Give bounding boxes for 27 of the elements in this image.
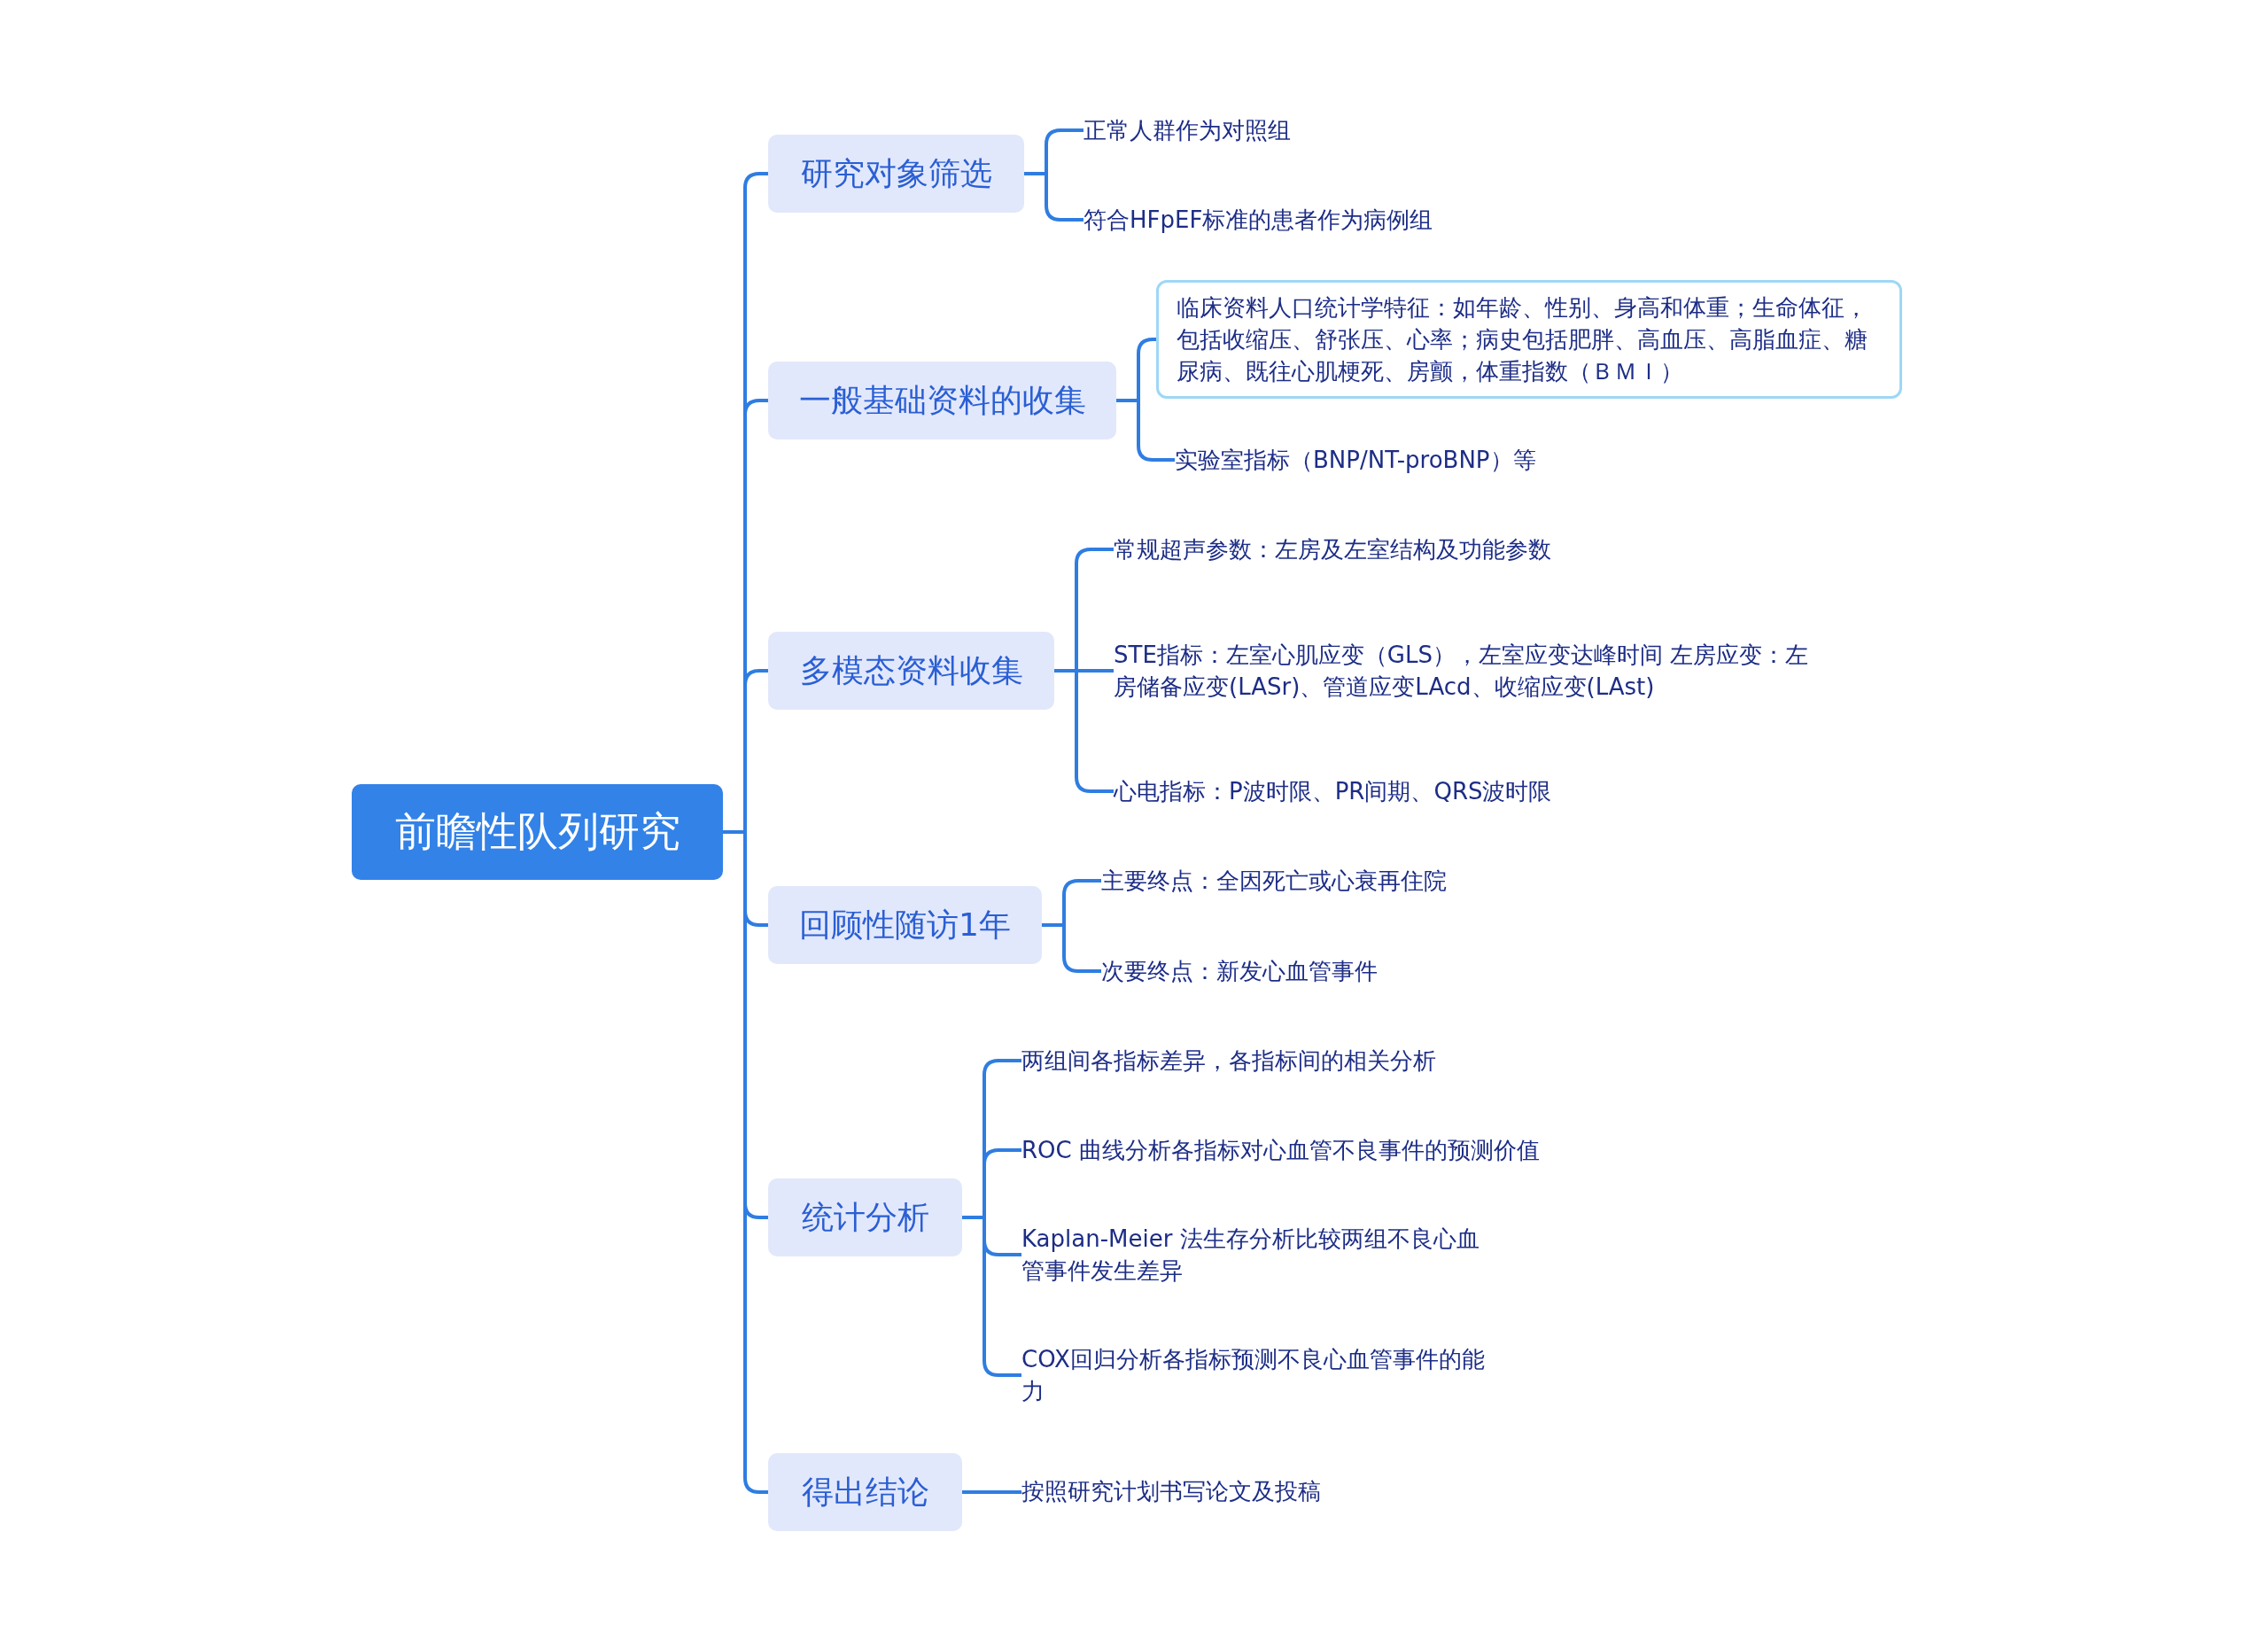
subtopic-text: Kaplan-Meier 法生存分析比较两组不良心血管事件发生差异 <box>1021 1223 1491 1287</box>
connector-line <box>1042 923 1101 973</box>
topic-box: 多模态资料收集 <box>768 632 1054 710</box>
topic-box: 一般基础资料的收集 <box>768 362 1116 439</box>
subtopic-text: STE指标：左室心肌应变（GLS），左室应变达峰时间 左房应变：左房储备应变(LASr)、管道应变LAcd、收缩应变(LAst) <box>1114 639 1822 703</box>
subtopic-text: 心电指标：P波时限、PR间期、QRS波时限 <box>1114 775 1552 807</box>
connector-line <box>1024 172 1084 222</box>
subtopic-text: 两组间各指标差异，各指标间的相关分析 <box>1021 1045 1436 1077</box>
subtopic-text: 符合HFpEF标准的患者作为病例组 <box>1084 204 1433 236</box>
connector-line <box>1116 399 1175 462</box>
subtopic-text: ROC 曲线分析各指标对心血管不良事件的预测价值 <box>1021 1134 1540 1166</box>
topic-box: 统计分析 <box>768 1178 962 1256</box>
subtopic-text: 主要终点：全因死亡或心衰再住院 <box>1101 865 1447 897</box>
connector-line <box>962 1216 1021 1377</box>
subtopic-text: 按照研究计划书写论文及投稿 <box>1021 1475 1321 1507</box>
root-topic-box: 前瞻性队列研究 <box>352 784 723 880</box>
topic-box: 得出结论 <box>768 1453 962 1531</box>
topic-box: 回顾性随访1年 <box>768 886 1042 964</box>
subtopic-text: 实验室指标（BNP/NT-proBNP）等 <box>1175 444 1536 476</box>
subtopic-text: COX回归分析各指标预测不良心血管事件的能力 <box>1021 1343 1491 1407</box>
subtopic-box: 临床资料人口统计学特征：如年龄、性别、身高和体重；生命体征，包括收缩压、舒张压、心率；病史包括肥胖、高血压、高脂血症、糖尿病、既往心肌梗死、房颤，体重指数（ＢＭＩ） <box>1156 280 1902 399</box>
subtopic-text: 次要终点：新发心血管事件 <box>1101 955 1378 987</box>
topic-box: 研究对象筛选 <box>768 135 1024 213</box>
subtopic-text: 常规超声参数：左房及左室结构及功能参数 <box>1114 533 1551 565</box>
connector-line <box>962 1490 1021 1494</box>
subtopic-text: 正常人群作为对照组 <box>1084 114 1291 146</box>
connector-line <box>1054 669 1114 793</box>
